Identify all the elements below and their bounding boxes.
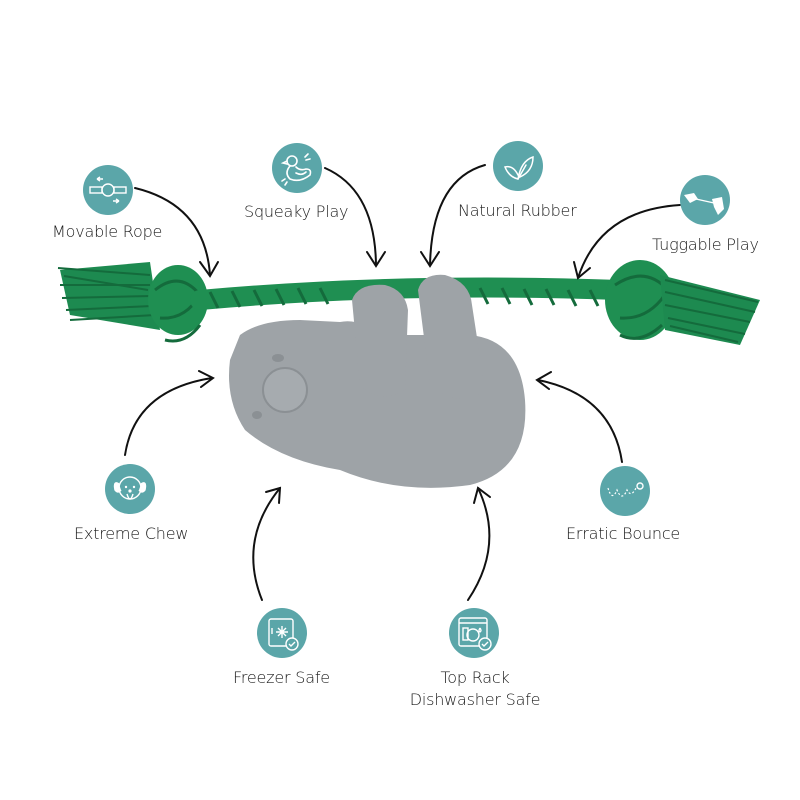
feature-label: Top Rack Dishwasher Safe	[405, 667, 545, 711]
arrow-squeaky-play	[324, 167, 377, 266]
arrow-erratic-bounce	[537, 379, 623, 463]
freezer-check-icon	[257, 608, 307, 658]
feature-label: Natural Rubber	[458, 201, 577, 220]
rope-body	[190, 277, 630, 310]
bounce-ball-icon	[600, 466, 650, 516]
arrow-extreme-chew	[124, 377, 213, 456]
tug-hand-icon	[680, 175, 730, 225]
feature-label: Squeaky Play	[244, 202, 349, 221]
feature-label: Erratic Bounce	[566, 524, 681, 543]
leaf-icon	[493, 141, 543, 191]
feature-label: Tuggable Play	[652, 235, 759, 254]
rope-right-fray	[660, 275, 760, 345]
arrow-dishwasher-safe	[467, 487, 491, 601]
arrow-natural-rubber	[429, 164, 486, 266]
rope-arrows-icon	[83, 165, 133, 215]
dishwasher-check-icon	[449, 608, 499, 658]
arrow-movable-rope	[134, 187, 211, 276]
feature-label-line2: Dishwasher Safe	[409, 690, 541, 709]
feature-label: Extreme Chew	[74, 524, 189, 543]
sloth-toy	[229, 274, 526, 488]
feature-label-line1: Top Rack	[440, 668, 510, 687]
arrow-freezer-safe	[252, 487, 281, 601]
feature-label: Freezer Safe	[233, 668, 330, 687]
arrow-tuggable-play	[577, 204, 681, 279]
dog-face-icon	[105, 464, 155, 514]
duck-icon	[272, 143, 322, 193]
feature-label: Movable Rope	[52, 222, 163, 241]
rope-left-fray	[57, 262, 160, 330]
